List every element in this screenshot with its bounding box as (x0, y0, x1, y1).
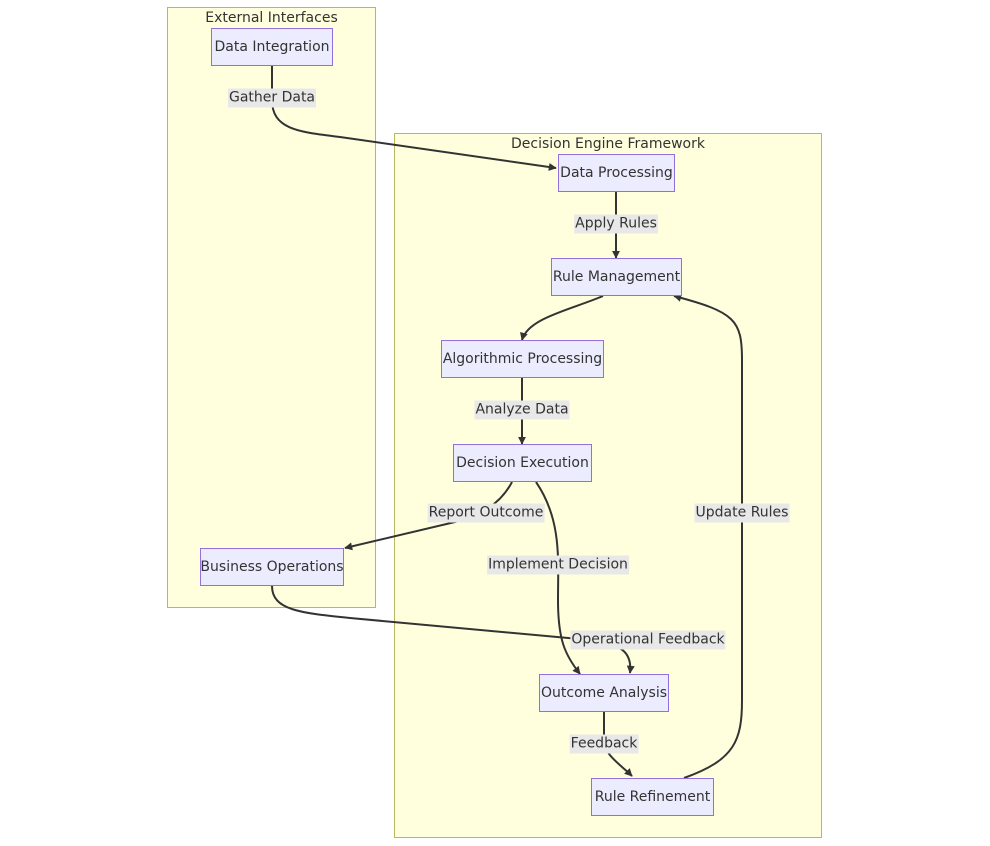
edge-label-feedback: Feedback (569, 734, 639, 754)
cluster-decision-engine-framework: Decision Engine Framework (394, 133, 822, 838)
edge-label-apply-rules: Apply Rules (574, 214, 658, 234)
node-data-integration: Data Integration (211, 28, 333, 66)
node-business-operations: Business Operations (200, 548, 344, 586)
node-algorithmic-processing: Algorithmic Processing (441, 340, 604, 378)
edge-label-analyze-data: Analyze Data (474, 400, 570, 420)
edge-label-gather-data: Gather Data (227, 88, 317, 108)
edge-rule-to-algorithmic (520, 295, 604, 341)
node-rule-refinement: Rule Refinement (591, 778, 714, 816)
edge-operational-feedback (271, 585, 635, 674)
cluster-title-decision-engine-framework: Decision Engine Framework (511, 136, 705, 152)
node-rule-management: Rule Management (551, 258, 682, 296)
edge-update-rules (673, 293, 743, 779)
cluster-title-external-interfaces: External Interfaces (205, 10, 338, 26)
edge-label-report-outcome: Report Outcome (427, 503, 545, 523)
node-decision-execution: Decision Execution (453, 444, 592, 482)
node-data-processing: Data Processing (558, 154, 675, 192)
node-outcome-analysis: Outcome Analysis (539, 674, 669, 712)
edge-label-operational-feedback: Operational Feedback (570, 630, 726, 650)
edge-implement-decision (535, 481, 581, 675)
edge-label-update-rules: Update Rules (694, 503, 790, 523)
edge-label-implement-decision: Implement Decision (487, 555, 629, 575)
edge-gather-data (271, 66, 557, 171)
